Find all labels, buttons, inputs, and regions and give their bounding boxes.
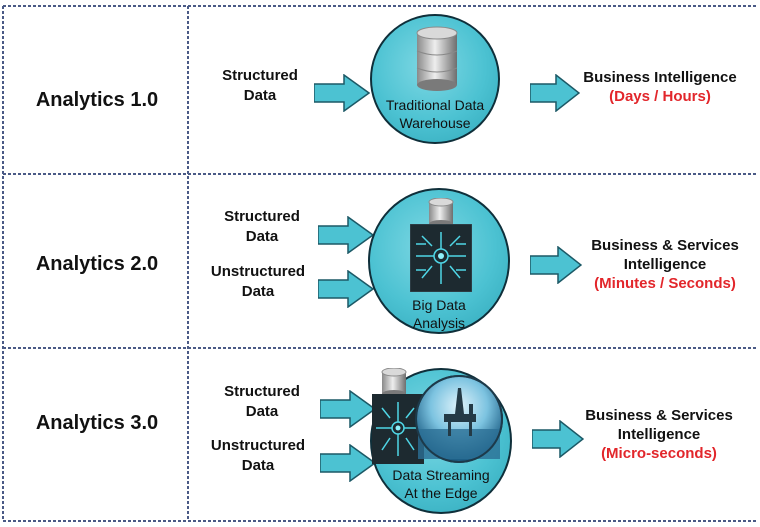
input-arrow-unstructured: [320, 444, 376, 482]
input-arrow: [314, 74, 370, 112]
output-latency: (Days / Hours): [609, 88, 711, 105]
input-label-structured: Structured Data: [224, 383, 300, 420]
row-analytics-3: Analytics 3.0 Structured Data Unstructur…: [0, 348, 760, 521]
process-label: Data Streaming At the Edge: [392, 467, 490, 501]
input-label-structured: Structured Data: [222, 67, 298, 104]
circuit-chip-icon: [410, 224, 472, 292]
output-text: Business & Services Intelligence (Micro-…: [566, 406, 752, 463]
output-latency: (Minutes / Seconds): [594, 275, 736, 292]
output-label: Business & Services Intelligence: [591, 237, 739, 273]
input-arrow-structured: [320, 390, 376, 428]
input-label-unstructured: Unstructured Data: [210, 437, 306, 474]
process-label: Big Data Analysis: [412, 297, 466, 331]
output-label: Business Intelligence: [583, 69, 737, 86]
row-title: Analytics 3.0: [35, 412, 159, 434]
output-latency: (Micro-seconds): [601, 445, 717, 462]
row-title: Analytics 2.0: [35, 253, 159, 275]
output-arrow: [532, 420, 584, 458]
process-circle: Traditional Data Warehouse: [370, 14, 500, 144]
offshore-platform-icon: [415, 375, 503, 463]
process-label: Traditional Data Warehouse: [385, 97, 485, 131]
row-title: Analytics 1.0: [35, 89, 159, 111]
circuit-chip-icon: [372, 394, 424, 464]
row-analytics-2: Analytics 2.0 Structured Data Unstructur…: [0, 174, 760, 348]
input-label-unstructured: Unstructured Data: [210, 263, 306, 300]
input-arrow-structured: [318, 216, 374, 254]
output-arrow: [530, 74, 580, 112]
process-circle: Data Streaming At the Edge: [370, 368, 512, 514]
process-circle: Big Data Analysis: [368, 188, 510, 334]
output-label: Business & Services Intelligence: [585, 407, 733, 443]
input-arrow-unstructured: [318, 270, 374, 308]
output-text: Business Intelligence (Days / Hours): [565, 68, 755, 106]
database-cylinder-icon: [416, 26, 458, 91]
output-arrow: [530, 246, 582, 284]
output-text: Business & Services Intelligence (Minute…: [572, 236, 758, 293]
input-label-structured: Structured Data: [224, 208, 300, 245]
row-analytics-1: Analytics 1.0 Structured Data Traditiona…: [0, 0, 760, 174]
